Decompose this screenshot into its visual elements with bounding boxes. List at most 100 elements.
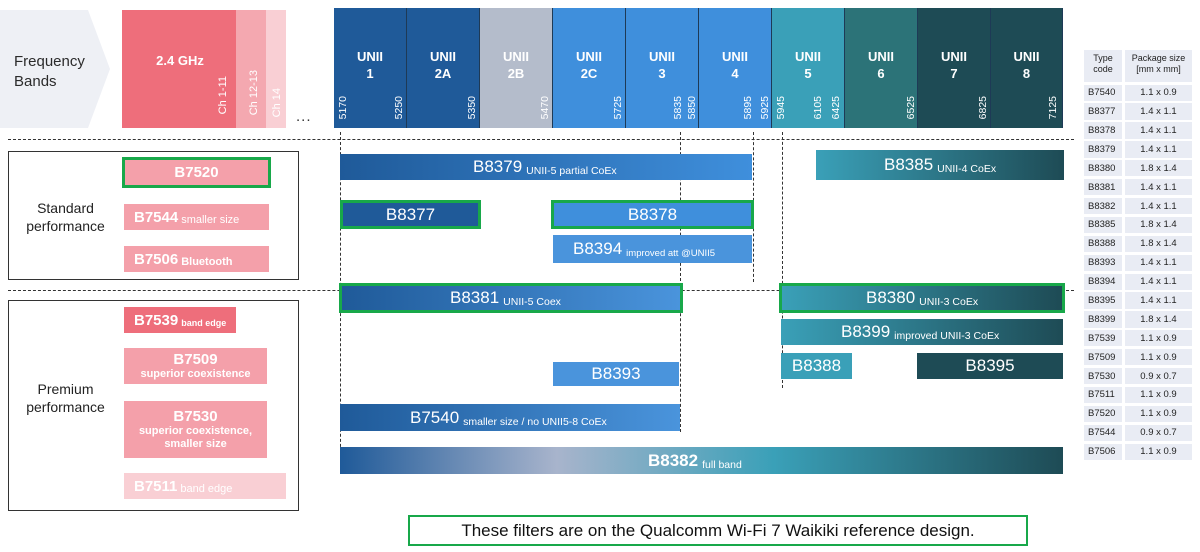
package-size-cell: 0.9 x 0.7 xyxy=(1125,367,1192,385)
package-size-cell: 1.4 x 1.1 xyxy=(1125,122,1192,139)
package-size-cell: 1.4 x 1.1 xyxy=(1125,179,1192,196)
filter-b7520: B7520 xyxy=(122,157,271,188)
type-code-cell: B8393 xyxy=(1084,254,1122,271)
footer-note: These filters are on the Qualcomm Wi-Fi … xyxy=(408,515,1028,546)
type-code-cell: B7509 xyxy=(1084,349,1122,366)
package-size-cell: 1.4 x 1.1 xyxy=(1125,273,1192,290)
package-size-cell: 1.4 x 1.1 xyxy=(1125,103,1192,120)
frequency-label: 5945 xyxy=(775,96,787,120)
type-code-header: Type code xyxy=(1084,50,1122,82)
filter-b8393: B8393 xyxy=(553,362,679,386)
package-size-cell: 0.9 x 0.7 xyxy=(1125,424,1192,441)
filter-b8395: B8395 xyxy=(917,353,1063,379)
package-size-cell: 1.8 x 1.4 xyxy=(1125,216,1192,234)
package-size-cell: 1.1 x 0.9 xyxy=(1125,405,1192,423)
package-size-cell: 1.8 x 1.4 xyxy=(1125,311,1192,328)
package-size-cell: 1.4 x 1.1 xyxy=(1125,254,1192,271)
frequency-label: 5850 xyxy=(686,96,698,120)
frequency-label: 6525 xyxy=(905,96,917,120)
frequency-label: 6105 xyxy=(812,96,824,120)
guide-line xyxy=(782,132,783,388)
standard-performance-label: Standard performance xyxy=(26,200,105,234)
package-size-header: Package size [mm x mm] xyxy=(1125,50,1192,82)
frequency-label: 5835 xyxy=(672,96,684,120)
band-24ghz-ch14 xyxy=(266,10,286,128)
band-24ghz xyxy=(122,10,236,128)
type-code-cell: B7506 xyxy=(1084,443,1122,460)
filter-b8378: B8378 xyxy=(551,200,754,229)
type-code-cell: B8381 xyxy=(1084,179,1122,196)
frequency-label: 5725 xyxy=(612,96,624,120)
type-code-cell: B8399 xyxy=(1084,311,1122,328)
package-size-cell: 1.4 x 1.1 xyxy=(1125,197,1192,215)
guide-line xyxy=(680,132,681,432)
type-code-cell: B8388 xyxy=(1084,235,1122,253)
type-code-cell: B8377 xyxy=(1084,103,1122,120)
package-size-cell: 1.1 x 0.9 xyxy=(1125,330,1192,347)
frequency-bands-arrow xyxy=(0,10,110,128)
band-24ghz-title: 2.4 GHz xyxy=(156,53,204,68)
frequency-bands-label: Frequency Bands xyxy=(14,53,85,90)
package-size-cell: 1.1 x 0.9 xyxy=(1125,386,1192,404)
frequency-label: 5350 xyxy=(466,96,478,120)
type-code-cell: B8395 xyxy=(1084,292,1122,309)
package-size-cell: 1.1 x 0.9 xyxy=(1125,349,1192,366)
ellipsis: ... xyxy=(296,108,312,125)
package-size-cell: 1.4 x 1.1 xyxy=(1125,141,1192,158)
premium-performance-label: Premium performance xyxy=(26,381,105,415)
type-code-cell: B8378 xyxy=(1084,122,1122,139)
type-code-cell: B7544 xyxy=(1084,424,1122,441)
frequency-label: 5925 xyxy=(759,96,771,120)
package-size-cell: 1.8 x 1.4 xyxy=(1125,235,1192,253)
package-size-cell: 1.8 x 1.4 xyxy=(1125,160,1192,177)
type-code-cell: B8385 xyxy=(1084,216,1122,234)
type-code-cell: B8394 xyxy=(1084,273,1122,290)
type-code-cell: B8380 xyxy=(1084,160,1122,177)
package-size-cell: 1.4 x 1.1 xyxy=(1125,292,1192,309)
divider-line xyxy=(8,139,1074,140)
type-code-cell: B8379 xyxy=(1084,141,1122,158)
channel-label: Ch 1-11 xyxy=(217,76,229,115)
package-size-cell: 1.1 x 0.9 xyxy=(1125,443,1192,460)
type-code-cell: B7511 xyxy=(1084,386,1122,404)
package-size-cell: 1.1 x 0.9 xyxy=(1125,84,1192,101)
frequency-label: 5895 xyxy=(742,96,754,120)
type-code-cell: B7530 xyxy=(1084,367,1122,385)
